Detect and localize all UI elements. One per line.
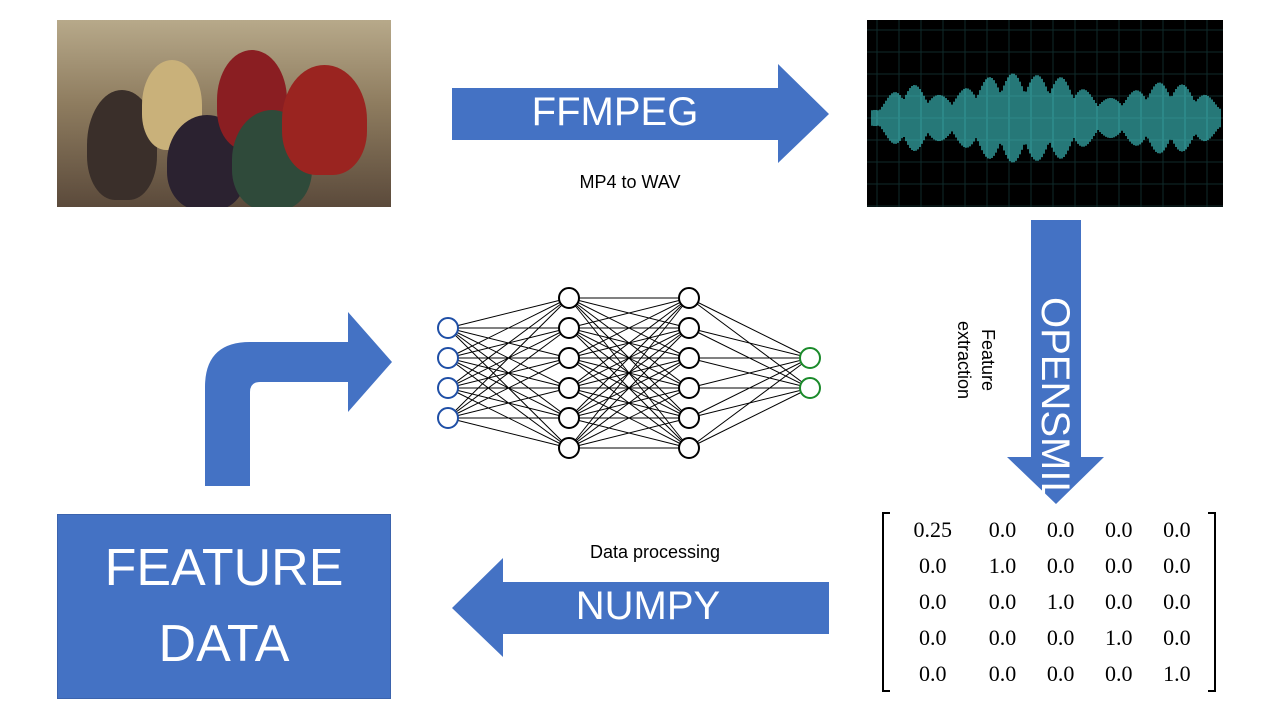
- matrix-table: 0.25 0.0 0.0 0.0 0.0 0.0 1.0 0.0 0.0 0.0 0.0 0.0 1.0…: [892, 512, 1206, 692]
- nn-connection: [568, 417, 690, 449]
- nn-hidden-node: [678, 317, 700, 339]
- matrix-cell: 0.0: [1046, 625, 1075, 650]
- opensmile-caption-line2: extraction: [954, 320, 974, 400]
- matrix-bracket-left: [882, 512, 890, 692]
- nn-input-node: [437, 347, 459, 369]
- nn-connection: [688, 387, 811, 449]
- matrix-cell: 1.0: [988, 553, 1017, 578]
- matrix-row: 0.0 0.0 0.0 1.0 0.0: [892, 620, 1206, 656]
- nn-connection: [688, 297, 811, 359]
- matrix-cell: 1.0: [1105, 625, 1133, 650]
- matrix-cell: 0.0: [1105, 517, 1133, 542]
- feature-data-line2: DATA: [158, 614, 290, 673]
- nn-input-node: [437, 407, 459, 429]
- matrix-cell: 0.0: [1163, 625, 1191, 650]
- nn-connection: [447, 297, 570, 389]
- matrix-cell: 0.0: [918, 589, 947, 614]
- opensmile-arrow: [1007, 220, 1104, 504]
- nn-connection: [688, 327, 811, 359]
- nn-hidden-node: [558, 287, 580, 309]
- nn-connection: [568, 297, 690, 449]
- nn-connection: [447, 357, 570, 419]
- nn-connection: [568, 387, 690, 449]
- nn-connection: [568, 297, 690, 359]
- matrix-cell: 0.0: [918, 625, 947, 650]
- nn-connection: [568, 327, 690, 449]
- nn-hidden-node: [678, 437, 700, 459]
- matrix-cell: 0.0: [1163, 517, 1191, 542]
- nn-connection: [447, 297, 570, 419]
- matrix-cell: 1.0: [1046, 589, 1075, 614]
- matrix-bracket-right: [1208, 512, 1216, 692]
- nn-connection: [447, 297, 570, 359]
- matrix-cell: 0.0: [1163, 589, 1191, 614]
- nn-connection: [688, 357, 811, 389]
- audio-waveform: [867, 20, 1223, 207]
- nn-connection: [447, 327, 570, 419]
- cast-photo: [57, 20, 391, 207]
- nn-connection: [568, 297, 690, 419]
- bent-arrow: [205, 312, 392, 486]
- matrix-cell: 0.0: [988, 517, 1017, 542]
- matrix-cell: 0.0: [918, 553, 947, 578]
- opensmile-caption-line1: Feature: [978, 328, 998, 392]
- matrix-cell: 0.0: [988, 589, 1017, 614]
- waveform-graphic: [867, 20, 1223, 207]
- matrix-cell: 0.0: [1046, 553, 1075, 578]
- matrix-cell: 0.0: [1046, 661, 1075, 686]
- feature-matrix: 0.25 0.0 0.0 0.0 0.0 0.0 1.0 0.0 0.0 0.0 0.0 0.0 1.0…: [882, 512, 1216, 692]
- nn-hidden-node: [558, 347, 580, 369]
- matrix-cell: 0.25: [913, 517, 952, 542]
- matrix-cell: 0.0: [1105, 589, 1133, 614]
- neural-network: [437, 287, 821, 459]
- ffmpeg-caption: MP4 to WAV: [579, 172, 681, 192]
- nn-connection: [568, 357, 690, 449]
- nn-hidden-node: [678, 377, 700, 399]
- nn-hidden-node: [558, 317, 580, 339]
- matrix-cell: 0.0: [988, 625, 1017, 650]
- nn-connection: [447, 387, 570, 419]
- matrix-cell: 1.0: [1163, 661, 1191, 686]
- nn-output-node: [799, 377, 821, 399]
- nn-hidden-node: [678, 347, 700, 369]
- nn-connection: [568, 297, 690, 329]
- nn-hidden-node: [678, 287, 700, 309]
- nn-connection: [568, 297, 690, 389]
- numpy-caption: Data processing: [589, 542, 721, 562]
- matrix-row: 0.0 0.0 0.0 0.0 1.0: [892, 656, 1206, 692]
- matrix-cell: 0.0: [1046, 517, 1075, 542]
- nn-connection: [447, 417, 570, 449]
- nn-hidden-node: [558, 407, 580, 429]
- feature-data-line1: FEATURE: [104, 539, 344, 598]
- matrix-row: 0.25 0.0 0.0 0.0 0.0: [892, 512, 1206, 548]
- nn-input-node: [437, 377, 459, 399]
- matrix-cell: 0.0: [1163, 553, 1191, 578]
- matrix-cell: 0.0: [988, 661, 1017, 686]
- matrix-cell: 0.0: [918, 661, 947, 686]
- feature-data-box: FEATURE DATA: [57, 514, 391, 699]
- nn-input-node: [437, 317, 459, 339]
- matrix-row: 0.0 1.0 0.0 0.0 0.0: [892, 548, 1206, 584]
- nn-output-node: [799, 347, 821, 369]
- nn-connection: [688, 357, 811, 419]
- numpy-arrow: [452, 558, 829, 657]
- ffmpeg-arrow: [452, 64, 829, 163]
- matrix-row: 0.0 0.0 1.0 0.0 0.0: [892, 584, 1206, 620]
- matrix-cell: 0.0: [1105, 661, 1133, 686]
- nn-hidden-node: [678, 407, 700, 429]
- matrix-cell: 0.0: [1105, 553, 1133, 578]
- nn-hidden-node: [558, 377, 580, 399]
- nn-hidden-node: [558, 437, 580, 459]
- nn-connection: [447, 297, 570, 329]
- opensmile-caption-wrap: Feature extraction: [905, 321, 1045, 399]
- nn-connection: [688, 357, 811, 449]
